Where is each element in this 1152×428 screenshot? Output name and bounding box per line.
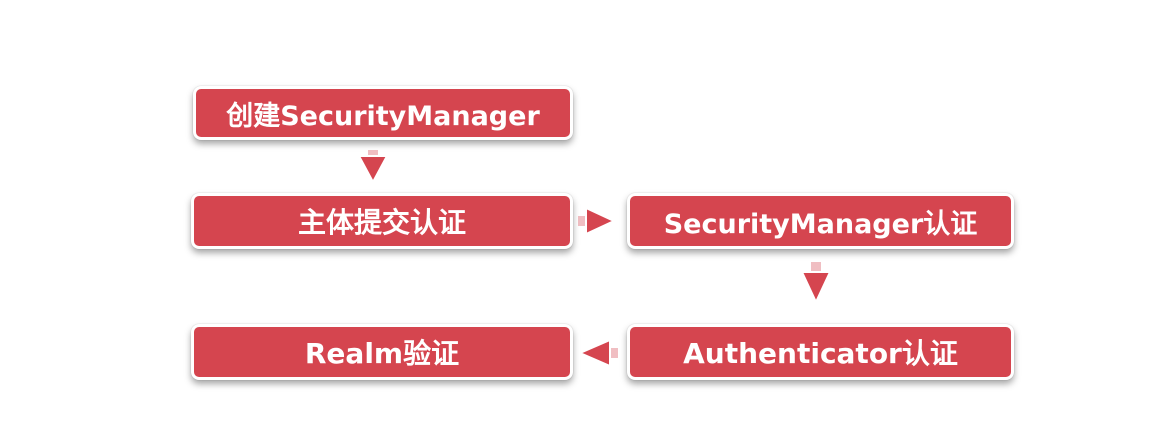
node-subject-submit-auth: 主体提交认证 [191, 193, 573, 249]
node-authenticator-auth: Authenticator认证 [627, 324, 1014, 380]
node-subject-submit-auth-label: 主体提交认证 [297, 206, 466, 239]
arrow-down-icon [358, 150, 388, 184]
node-create-security-manager-label: 创建SecurityManager [226, 100, 540, 132]
node-authenticator-auth-label: Authenticator认证 [683, 337, 958, 370]
node-security-manager-auth: SecurityManager认证 [627, 193, 1014, 249]
arrow-left-icon [577, 338, 618, 368]
node-realm-auth: Realm验证 [191, 324, 573, 380]
node-security-manager-auth-label: SecurityManager认证 [663, 208, 978, 240]
arrow-down-icon [801, 262, 831, 304]
node-realm-auth-label: Realm验证 [304, 337, 460, 370]
arrow-right-icon [578, 206, 617, 236]
node-create-security-manager: 创建SecurityManager [193, 86, 573, 140]
